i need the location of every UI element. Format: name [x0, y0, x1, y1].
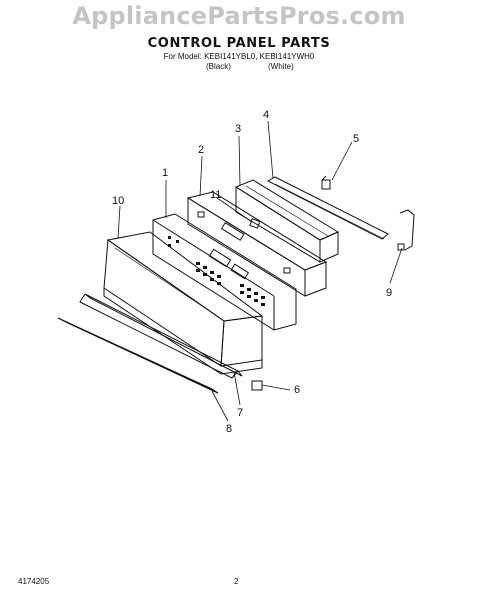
- callout-labels: 1 2 3 4 5 6 7 8 9 10 11: [112, 109, 392, 435]
- callout-2: 2: [198, 144, 204, 156]
- part-3-mounting-bracket: [234, 179, 340, 263]
- keypad-buttons: [168, 236, 265, 306]
- document-number: 4174205: [18, 577, 50, 586]
- page-number: 2: [234, 577, 239, 586]
- callout-4: 4: [263, 109, 269, 121]
- part-6-clip: [251, 380, 263, 391]
- part-1-control-panel: [152, 213, 297, 331]
- leader-lines: [117, 120, 403, 422]
- callout-9: 9: [386, 287, 392, 299]
- callout-7: 7: [237, 407, 243, 419]
- callout-8: 8: [226, 423, 232, 435]
- model-numbers: For Model: KEBI141YBL0, KEBI141YWH0: [163, 52, 315, 61]
- part-10-console-housing: [103, 231, 264, 375]
- callout-11: 11: [210, 189, 221, 201]
- part-4-top-trim: [266, 176, 389, 240]
- part-5-clip: [321, 175, 331, 190]
- callout-1: 1: [162, 167, 168, 179]
- callout-10: 10: [112, 195, 124, 207]
- part-7-bottom-trim: [79, 293, 243, 379]
- page-title: CONTROL PANEL PARTS: [147, 36, 331, 51]
- part-2-circuit-board: [186, 191, 328, 297]
- variant-black: (Black): [206, 62, 231, 71]
- part-8-trim-strip: [57, 317, 219, 394]
- variant-white: (White): [268, 62, 294, 71]
- callout-3: 3: [235, 123, 241, 135]
- callout-6: 6: [294, 384, 300, 396]
- part-11-small-bracket: [249, 218, 261, 229]
- callout-5: 5: [353, 133, 359, 145]
- part-9-bracket: [397, 209, 415, 251]
- watermark: AppliancePartsPros.com: [72, 2, 406, 30]
